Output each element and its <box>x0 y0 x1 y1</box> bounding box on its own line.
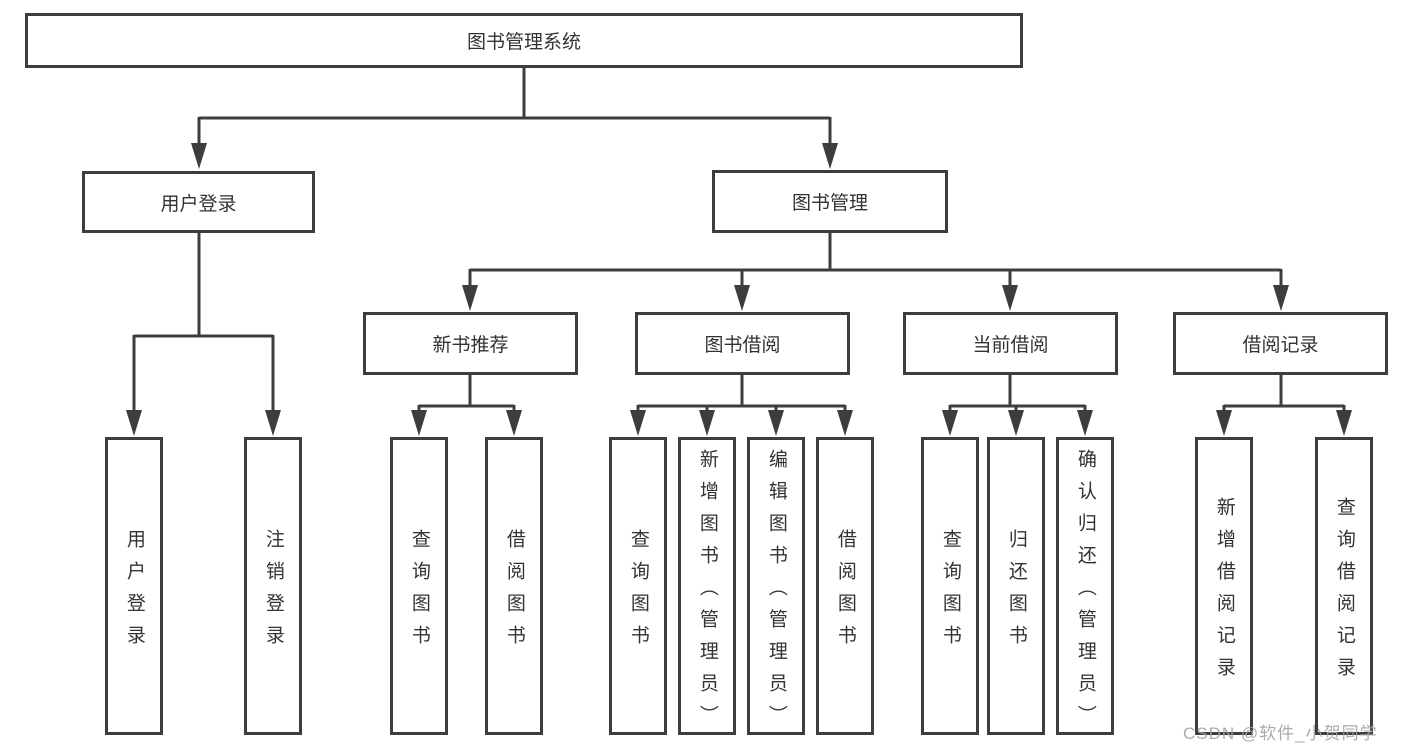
leaf-query-books-recommend: 查询图书 <box>390 437 448 735</box>
leaf-label: 注销登录 <box>262 528 284 657</box>
leaf-add-borrow-record: 新增借阅记录 <box>1195 437 1253 735</box>
leaf-label: 新增图书（管理员） <box>696 448 718 737</box>
leaf-edit-books-admin: 编辑图书（管理员） <box>747 437 805 737</box>
leaf-user-login: 用户登录 <box>105 437 163 735</box>
leaf-label: 查询借阅记录 <box>1333 496 1355 689</box>
leaf-label: 借阅图书 <box>503 528 525 657</box>
leaf-label: 确认归还（管理员） <box>1074 448 1096 737</box>
node-new-book-recommendation: 新书推荐 <box>363 312 578 375</box>
leaf-label: 查询图书 <box>408 528 430 657</box>
leaf-borrow-books: 借阅图书 <box>816 437 874 735</box>
node-borrowing-records: 借阅记录 <box>1173 312 1388 375</box>
leaf-label: 用户登录 <box>123 528 145 657</box>
leaf-query-books-current: 查询图书 <box>921 437 979 735</box>
node-label: 当前借阅 <box>972 335 1049 356</box>
node-label: 图书管理 <box>791 193 868 214</box>
leaf-borrow-books-recommend: 借阅图书 <box>485 437 543 735</box>
leaf-label: 查询图书 <box>627 528 649 657</box>
arrowheads <box>126 143 1352 436</box>
node-book-borrowing: 图书借阅 <box>635 312 850 375</box>
leaf-label: 借阅图书 <box>834 528 856 657</box>
leaf-query-books-borrow: 查询图书 <box>609 437 667 735</box>
leaf-label: 归还图书 <box>1005 528 1027 657</box>
leaf-query-borrow-record: 查询借阅记录 <box>1315 437 1373 735</box>
node-label: 新书推荐 <box>432 335 509 356</box>
node-label: 用户登录 <box>160 193 237 215</box>
leaf-return-books: 归还图书 <box>987 437 1045 735</box>
node-root-system: 图书管理系统 <box>25 13 1023 68</box>
node-label: 借阅记录 <box>1242 335 1319 356</box>
leaf-logout: 注销登录 <box>244 437 302 735</box>
leaf-label: 查询图书 <box>939 528 961 657</box>
node-label: 图书借阅 <box>704 335 781 356</box>
node-book-management: 图书管理 <box>712 170 948 233</box>
leaf-add-books-admin: 新增图书（管理员） <box>678 437 736 737</box>
leaf-label: 编辑图书（管理员） <box>765 448 787 737</box>
csdn-watermark: CSDN @软件_小贺同学 <box>1183 724 1378 743</box>
leaf-confirm-return-admin: 确认归还（管理员） <box>1056 437 1114 737</box>
node-label: 图书管理系统 <box>466 32 581 53</box>
node-user-login: 用户登录 <box>82 171 315 233</box>
leaf-label: 新增借阅记录 <box>1213 496 1235 689</box>
node-current-borrowing: 当前借阅 <box>903 312 1118 375</box>
